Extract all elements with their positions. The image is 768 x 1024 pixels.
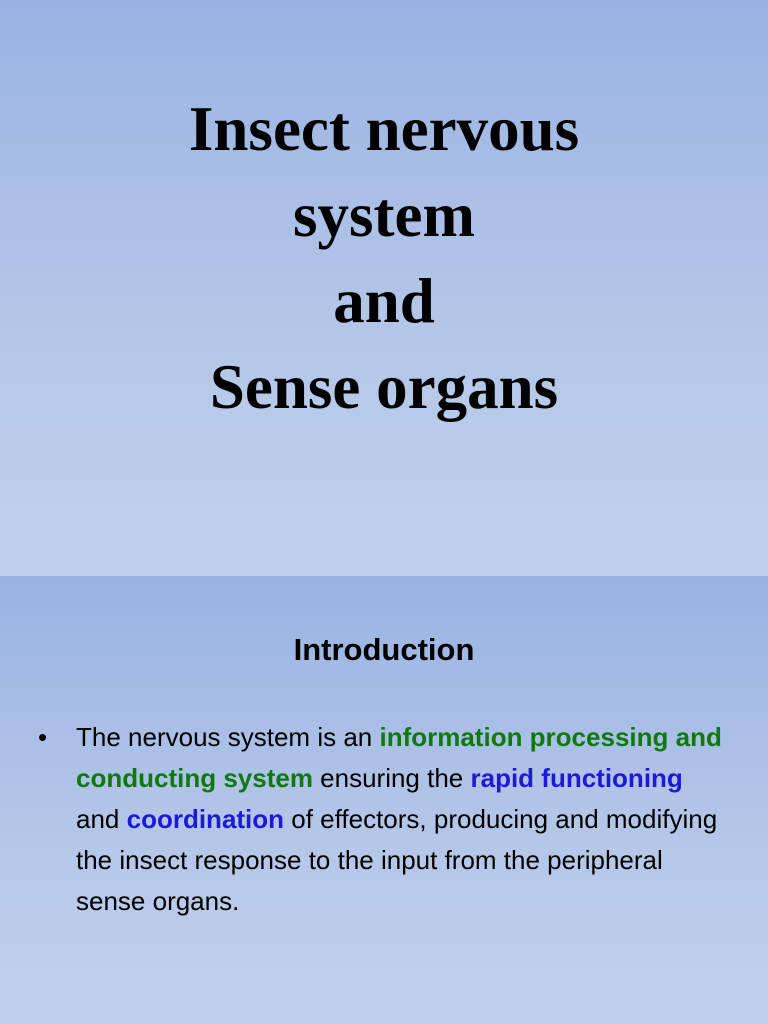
bullet-item: • The nervous system is an information p… [38, 717, 728, 922]
bullet-text: The nervous system is an [76, 722, 380, 752]
title-line: and [333, 266, 435, 336]
slide-heading: Introduction [293, 632, 475, 667]
bullet-text: ensuring the [312, 763, 471, 793]
introduction-slide: Introduction • The nervous system is an … [0, 576, 768, 1024]
title-line: Insect nervous [188, 94, 580, 164]
highlight-coordination: coordination [126, 804, 285, 834]
slide-title: Insect nervous system and Sense organs [0, 86, 768, 430]
title-line: system [293, 180, 475, 250]
bullet-marker: • [38, 722, 48, 752]
bullet-text: of effectors, producing and modifying th… [76, 804, 718, 916]
title-slide: Insect nervous system and Sense organs [0, 0, 768, 576]
highlight-information-processing: information processing and conducting sy… [76, 722, 722, 793]
title-line: Sense organs [209, 352, 559, 422]
bullet-list: • The nervous system is an information p… [38, 717, 728, 922]
bullet-text: and [76, 804, 127, 834]
highlight-rapid-functioning: rapid functioning [470, 763, 683, 793]
